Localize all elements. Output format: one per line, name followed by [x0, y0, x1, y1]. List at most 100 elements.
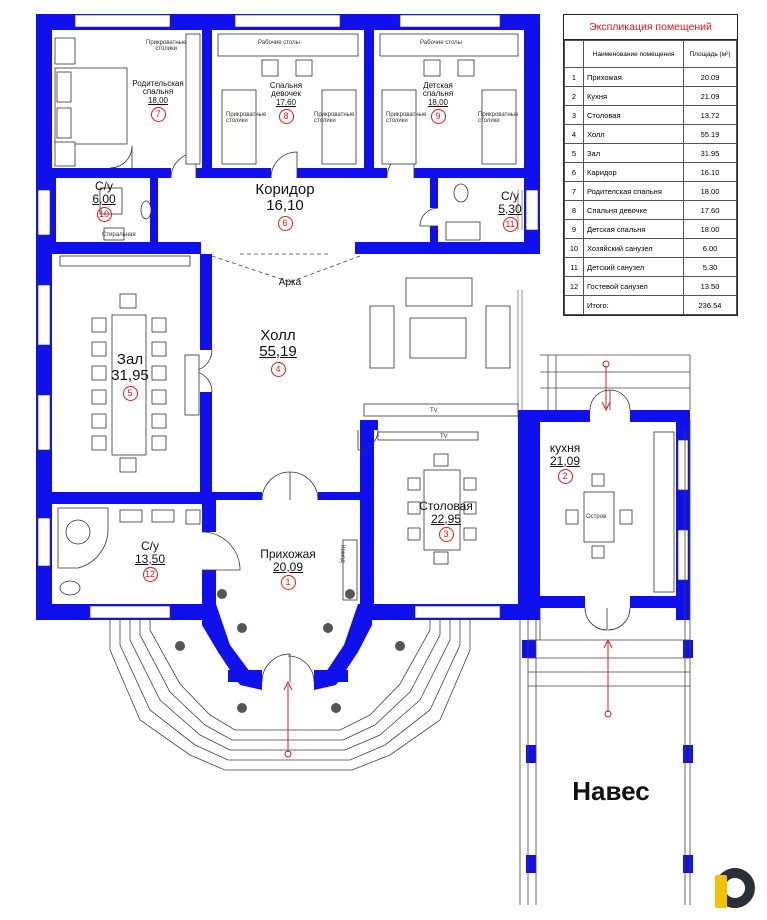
header-area: Площадь (м²): [683, 40, 737, 68]
explication-cell-name: Зал: [583, 143, 684, 163]
room-koridor: Коридор 16,10 6: [230, 182, 340, 231]
room-name: Зал: [116, 351, 144, 368]
explication-cell-area: 18.00: [683, 219, 737, 239]
room-area: 5,30: [498, 201, 522, 216]
explication-cell-name: Столовая: [583, 105, 684, 125]
room-name: Коридор: [255, 181, 315, 198]
room-su12: С/у 13,50 12: [128, 540, 172, 583]
room-zal: Зал 31,95 5: [100, 352, 160, 401]
explication-cell-area: 21.09: [683, 86, 737, 106]
brand-logo-icon: [714, 868, 755, 908]
naves-label: Навес: [572, 776, 650, 806]
explication-total-row: Итого: 236.54: [564, 295, 737, 315]
room-area: 22,95: [430, 511, 462, 526]
room-area: 6,00: [92, 191, 116, 206]
explication-cell-area: 20.09: [683, 67, 737, 87]
room-su10: С/у 6,00 10: [84, 179, 124, 223]
room-area: 18,00: [427, 97, 449, 107]
explication-cell-area: 13.50: [683, 276, 737, 296]
windows: [37, 14, 689, 619]
total-label: Итого:: [583, 295, 684, 315]
furniture: [54, 33, 675, 601]
room-area: 31,95: [111, 366, 149, 384]
explication-cell-n: 3: [564, 105, 584, 125]
room-number-badge: 7: [150, 107, 166, 123]
explication-cell-name: Гостевой санузел: [583, 276, 684, 296]
room-stolovaya: Столовая 22,95 3: [406, 499, 486, 543]
nightstand-label: Прикроватные столики: [146, 40, 187, 52]
tv-label: TV: [430, 408, 438, 414]
room-area: 20,09: [272, 559, 304, 574]
explication-cell-area: 5.30: [683, 257, 737, 277]
explication-cell-n: 6: [564, 162, 584, 182]
room-name: С/у: [501, 189, 519, 203]
room-area: 17,60: [275, 97, 297, 107]
explication-header-row: Наименование помещения Площадь (м²): [564, 40, 737, 68]
room-name: кухня: [549, 441, 581, 455]
tv-label-2: TV: [440, 434, 448, 440]
total-blank: [564, 295, 584, 315]
explication-cell-name: Детская спальня: [583, 219, 684, 239]
explication-cell-n: 12: [564, 276, 584, 296]
explication-cell-area: 17.60: [683, 200, 737, 220]
room-su11: С/у 5,30 11: [490, 189, 530, 233]
room-area: 21,09: [549, 453, 581, 468]
shelves-label-1: Прикроватные столики: [226, 112, 267, 124]
room-name: Столовая: [419, 499, 473, 513]
arka-label: Арка: [278, 277, 302, 288]
room-number-badge: 10: [96, 207, 112, 223]
porch-lines: [109, 253, 691, 905]
explication-cell-area: 55.19: [683, 124, 737, 144]
room-name: Родительская спальня: [132, 79, 184, 97]
explication-cell-area: 18.00: [683, 181, 737, 201]
room-name: Холл: [260, 327, 296, 344]
room-kuhnya: кухня 21,09 2: [540, 441, 590, 485]
room-number-badge: 12: [142, 567, 158, 583]
shelves-label-3: Прикроватные столики: [386, 112, 427, 124]
explication-cell-n: 1: [564, 67, 584, 87]
room-number-badge: 3: [438, 527, 454, 543]
room-area: 16,10: [266, 196, 304, 214]
explication-cell-name: Родителская спальня: [583, 181, 684, 201]
explication-cell-n: 7: [564, 181, 584, 201]
room-devochek: Спальня девочек 17,60 8: [246, 81, 326, 125]
room-roditelskaya: Родительская спальня 18,00 7: [118, 79, 198, 123]
room-area: 55,19: [259, 342, 297, 360]
room-number-badge: 8: [278, 109, 294, 125]
room-name: С/у: [95, 179, 113, 193]
header-name: Наименование помещения: [583, 40, 684, 68]
explication-cell-n: 11: [564, 257, 584, 277]
explication-cell-name: Кухня: [583, 86, 684, 106]
explication-table: Экспликация помещений Наименование помещ…: [563, 14, 738, 316]
room-number-badge: 11: [502, 217, 518, 233]
explication-cell-area: 16.10: [683, 162, 737, 182]
room-number-badge: 4: [270, 361, 286, 377]
explication-cell-area: 13.72: [683, 105, 737, 125]
room-number-badge: 6: [277, 215, 293, 231]
axis-arrows: [283, 360, 613, 758]
desk-label-1: Рабочие столы: [258, 40, 300, 46]
explication-cell-name: Хозяйский санузел: [583, 238, 684, 258]
island-label: Остров: [586, 514, 607, 520]
shelves-label-2: Прикроватные столики: [314, 112, 355, 124]
header-number: [564, 40, 584, 68]
explication-cell-name: Спальня девочке: [583, 200, 684, 220]
room-number-badge: 9: [430, 109, 446, 125]
explication-cell-area: 6.00: [683, 238, 737, 258]
wardrobe-label: Комод: [339, 545, 345, 563]
shelves-label-4: Прикроватные столики: [478, 112, 519, 124]
room-area: 13,50: [134, 551, 166, 566]
room-number-badge: 5: [122, 385, 138, 401]
